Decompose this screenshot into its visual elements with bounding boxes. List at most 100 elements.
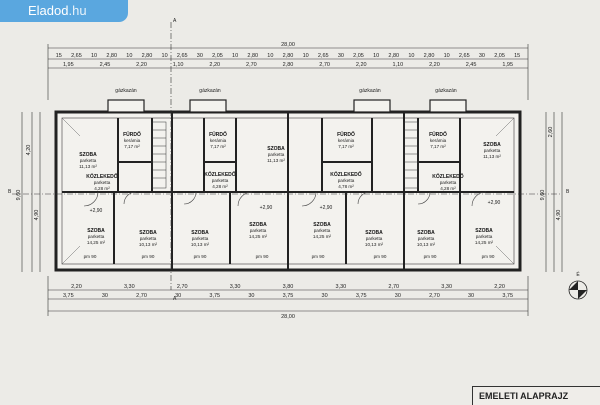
window-mark: pm 90 — [482, 254, 495, 259]
dim-bottom-row1: 2,70 — [388, 284, 399, 290]
room-floor: parketta — [140, 236, 157, 241]
room-floor: parketta — [440, 180, 457, 185]
north-label: É — [576, 271, 580, 278]
room-name: SZOBA — [139, 230, 157, 236]
window-mark: pm 90 — [256, 254, 269, 259]
room-name: SZOBA — [475, 228, 493, 234]
gas-boiler-label: gázkazán — [435, 88, 457, 94]
room-area: 10,13 m² — [417, 242, 436, 247]
room-name: KÖZLEKEDŐ — [330, 171, 362, 178]
bottom-dimension-lines — [47, 276, 529, 316]
dim-bottom-row1: 3,30 — [441, 284, 452, 290]
room-floor: parketta — [484, 148, 501, 153]
room-area: 4,28 m² — [440, 186, 456, 191]
dim-top-row2: 2,80 — [283, 62, 294, 68]
room-area: 4,78 m² — [338, 184, 354, 189]
room-floor: parketta — [314, 228, 331, 233]
dim-bottom-row2: 30 — [395, 293, 401, 299]
dim-bottom-row2: 3,75 — [356, 293, 367, 299]
dim-bottom-row2: 3,75 — [502, 293, 513, 299]
dim-top-row1: 2,05 — [494, 53, 505, 59]
dim-top-row1: 2,80 — [388, 53, 399, 59]
dim-top-row1: 2,05 — [353, 53, 364, 59]
room-floor: parketta — [80, 158, 97, 163]
top-dimension-lines — [47, 44, 529, 100]
dim-top-row1: 30 — [197, 53, 203, 59]
drawing-title: EMELETI ALAPRAJZ — [479, 391, 569, 401]
dim-top-row2: 2,20 — [136, 62, 147, 68]
dim-top-row1: 10 — [162, 53, 168, 59]
room-floor: parketta — [366, 236, 383, 241]
section-mark-a-bottom: A — [173, 296, 177, 302]
room-area: 7,17 m² — [430, 144, 446, 149]
room-floor: parketta — [192, 236, 209, 241]
room-name: SZOBA — [79, 152, 97, 158]
side-dimension-lines — [21, 112, 563, 272]
room-floor: kerámia — [210, 138, 227, 143]
room-name: SZOBA — [365, 230, 383, 236]
dim-bottom-row1: 2,20 — [71, 284, 82, 290]
dim-top-row1: 30 — [338, 53, 344, 59]
dim-top-row1: 10 — [303, 53, 309, 59]
dim-bottom-row2: 30 — [322, 293, 328, 299]
room-area: 10,13 m² — [139, 242, 158, 247]
room-name: SZOBA — [191, 230, 209, 236]
room-name: SZOBA — [313, 222, 331, 228]
dim-top-row1: 30 — [479, 53, 485, 59]
gas-boiler-label: gázkazán — [115, 88, 137, 94]
dim-bottom-row2: 30 — [468, 293, 474, 299]
dim-bottom-row2: 30 — [248, 293, 254, 299]
room-floor: parketta — [268, 152, 285, 157]
dim-top-row1: 2,65 — [71, 53, 82, 59]
room-name: SZOBA — [483, 142, 501, 148]
corner-diagonals — [61, 117, 515, 265]
room-floor: parketta — [212, 178, 229, 183]
room-floor: kerámia — [124, 138, 141, 143]
room-name: SZOBA — [267, 146, 285, 152]
dim-left-side: 9,60 — [16, 190, 22, 201]
room-name: FÜRDŐ — [429, 131, 447, 138]
gas-boiler-label: gázkazán — [359, 88, 381, 94]
dim-top-row1: 2,80 — [424, 53, 435, 59]
dim-top-row2: 2,45 — [466, 62, 477, 68]
dim-top-row1: 2,80 — [106, 53, 117, 59]
dim-top-row1: 10 — [126, 53, 132, 59]
dim-top-row2: 1,10 — [173, 62, 184, 68]
dim-right-side: 9,60 — [540, 190, 546, 201]
room-name: FÜRDŐ — [337, 131, 355, 138]
level-mark: +2,90 — [260, 205, 273, 211]
window-mark: pm 90 — [142, 254, 155, 259]
watermark-brand: Eladod — [28, 3, 69, 18]
room-area: 4,28 m² — [94, 186, 110, 191]
dim-top-row1: 2,80 — [142, 53, 153, 59]
room-name: FÜRDŐ — [209, 131, 227, 138]
dim-top-row2: 2,70 — [246, 62, 257, 68]
room-area: 10,13 m² — [191, 242, 210, 247]
dim-top-row1: 15 — [514, 53, 520, 59]
dim-top-row1: 2,80 — [283, 53, 294, 59]
level-mark: +2,90 — [320, 205, 333, 211]
eladod-logo-watermark: Eladod.hu — [0, 0, 128, 22]
dim-bottom-row1: 3,30 — [336, 284, 347, 290]
dim-right-side: 4,90 — [556, 210, 562, 221]
room-area: 7,17 m² — [338, 144, 354, 149]
dim-bottom-row1: 3,80 — [283, 284, 294, 290]
room-floor: parketta — [418, 236, 435, 241]
dim-top-row1: 10 — [267, 53, 273, 59]
dim-top-row2: 2,20 — [429, 62, 440, 68]
watermark-tld: .hu — [68, 3, 87, 18]
dim-top-row1: 10 — [232, 53, 238, 59]
dim-bottom-row2: 30 — [175, 293, 181, 299]
room-name: SZOBA — [87, 228, 105, 234]
level-mark: +2,90 — [90, 208, 103, 214]
room-floor: kerámia — [430, 138, 447, 143]
overall-width-bottom: 28,00 — [281, 314, 295, 320]
room-floor: kerámia — [338, 138, 355, 143]
room-floor: parketta — [94, 180, 111, 185]
room-floor: parketta — [88, 234, 105, 239]
dim-top-row1: 10 — [91, 53, 97, 59]
dim-bottom-row2: 2,70 — [429, 293, 440, 299]
room-name: KÖZLEKEDŐ — [204, 171, 236, 178]
stair-symbols — [151, 121, 419, 189]
